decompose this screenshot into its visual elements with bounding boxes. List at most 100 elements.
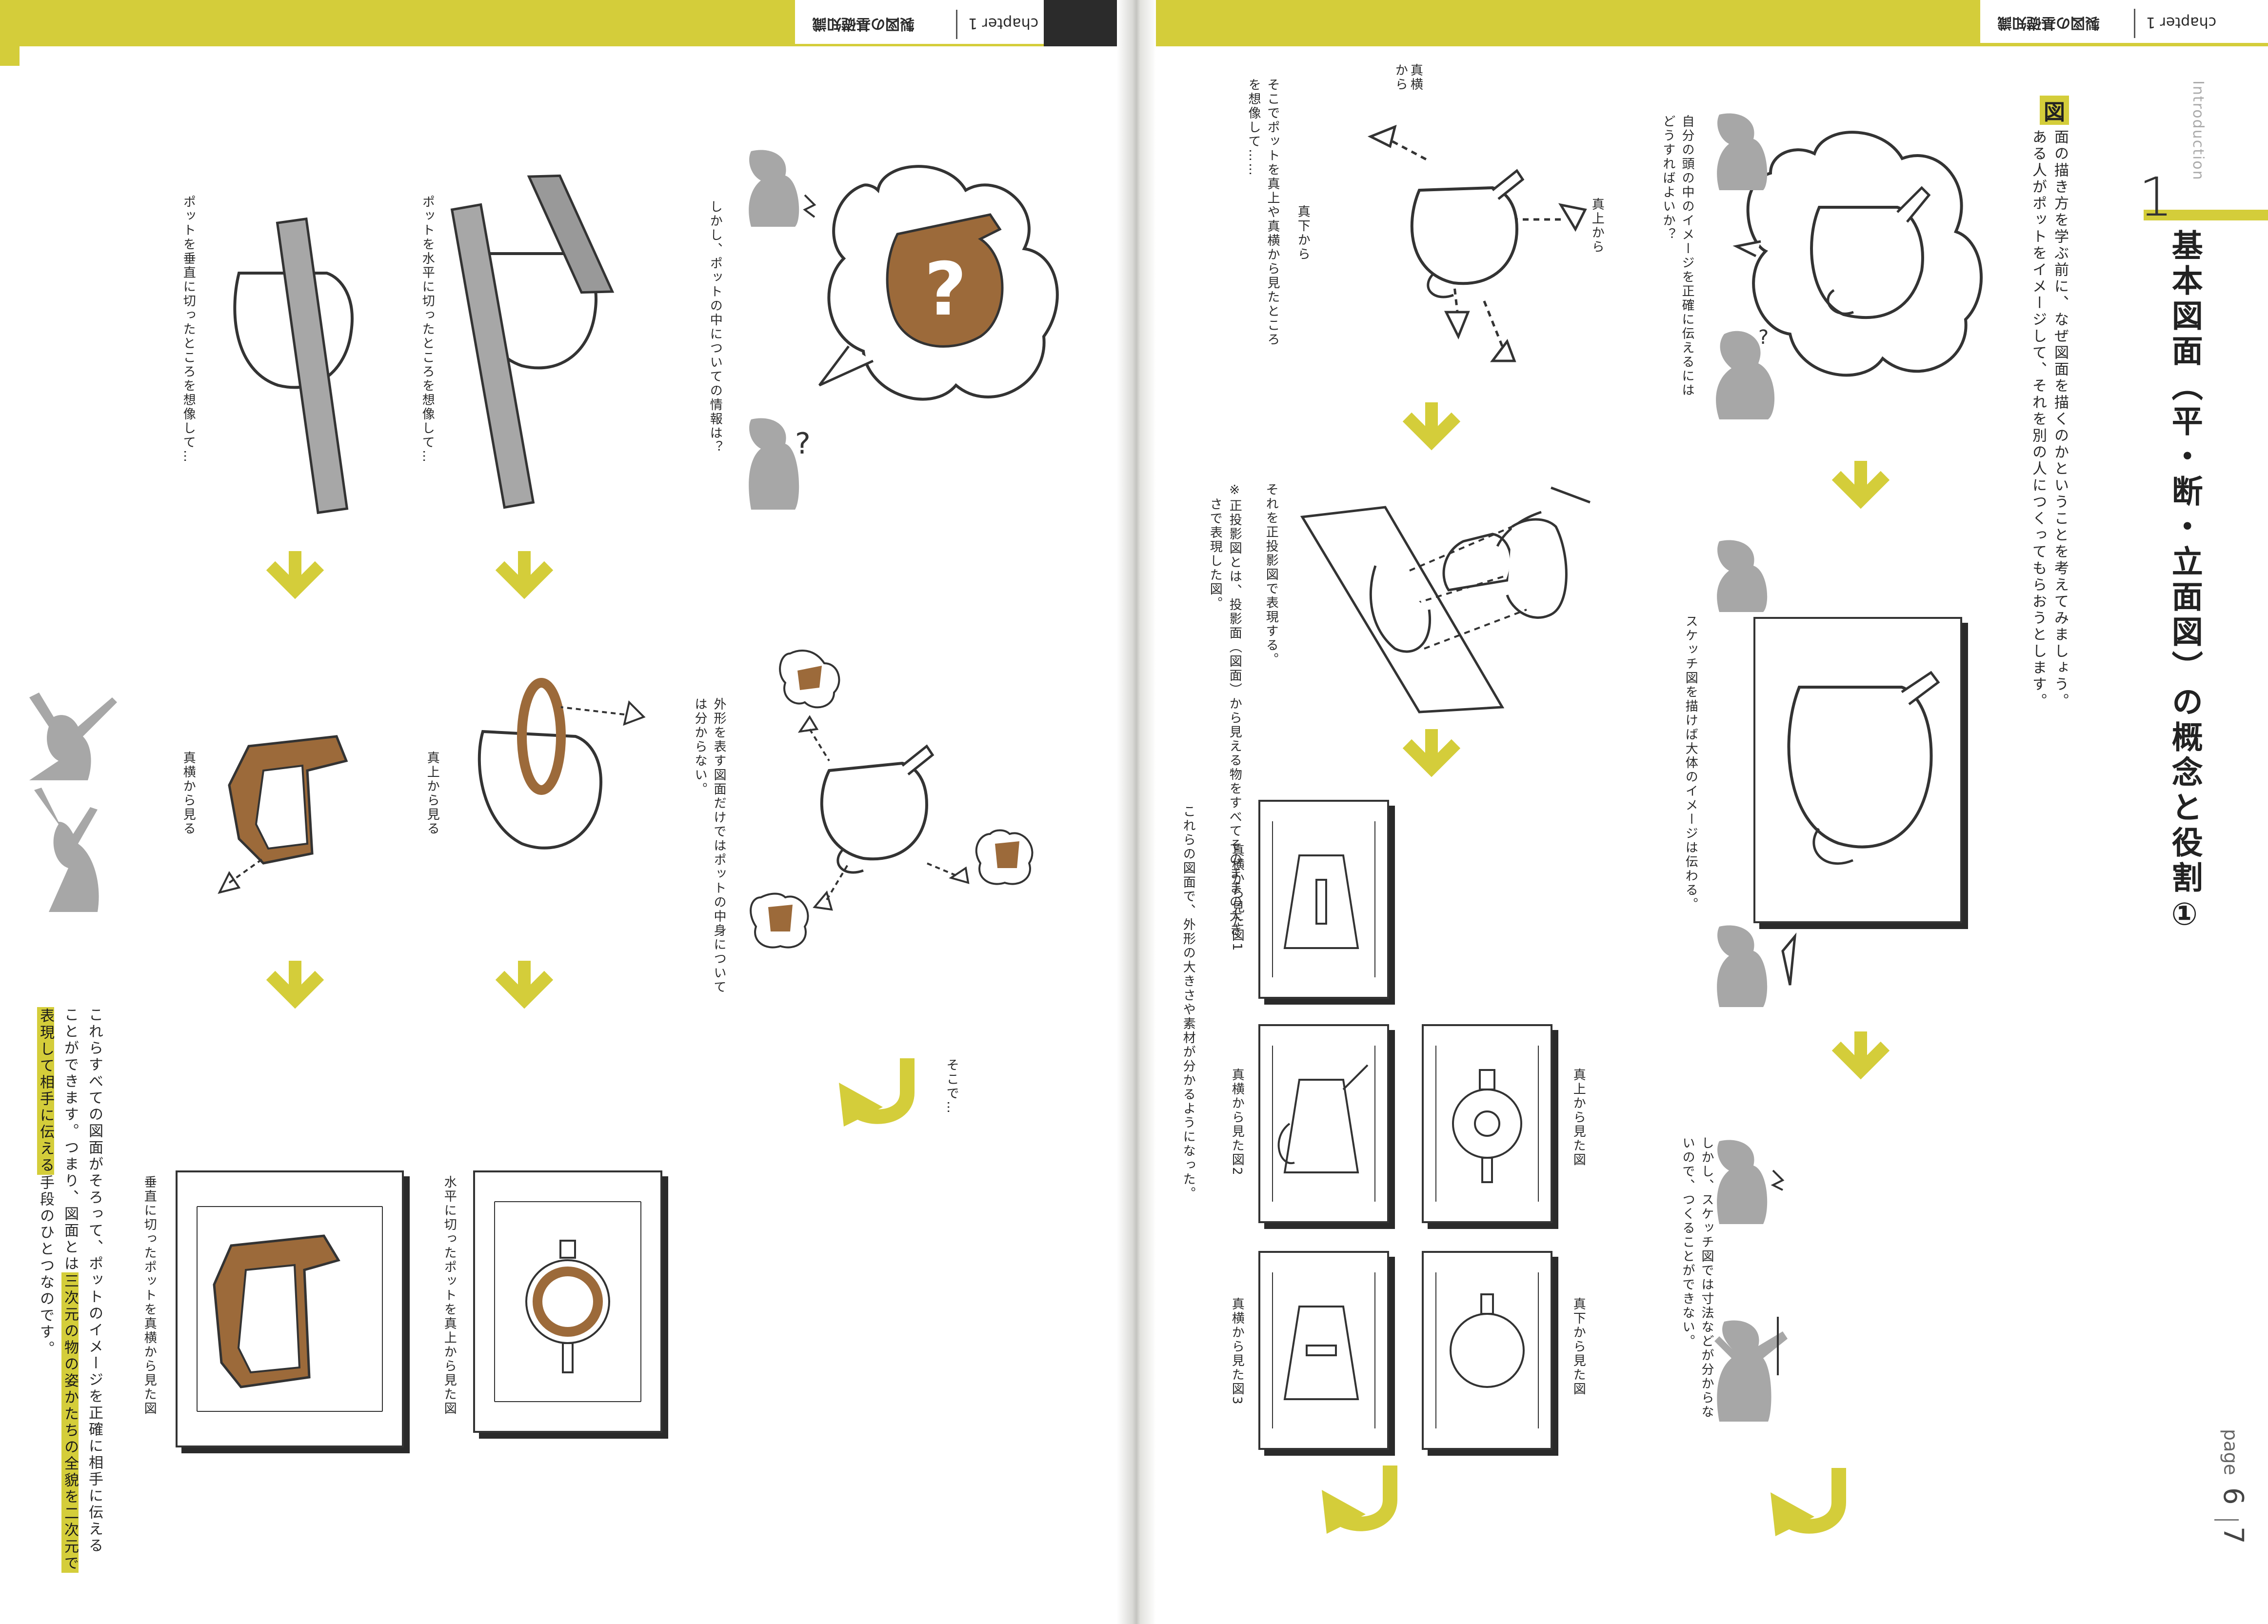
- header-section-left: 製図の基礎知識: [812, 15, 915, 32]
- arrow-down-left-4: [266, 961, 324, 1009]
- person-silhouette-listener: ?: [1716, 326, 1775, 419]
- title-heading: 基本図面（平・断・立面図）の概念と役割①: [2166, 229, 2203, 936]
- footer-page-right: 7: [2217, 1526, 2249, 1544]
- person-silhouette-confused: [1717, 1140, 1785, 1224]
- caption-sketch-conveys: スケッチ図を描けば大体のイメージは伝わる。: [1683, 614, 1698, 911]
- person-silhouette-viewer: [1717, 540, 1768, 612]
- caption-orthographic: それを正投影図で表現する。: [1264, 483, 1279, 667]
- summary-line-3-text: 手段のひとつなのです。: [37, 1175, 54, 1357]
- pot-vertical-cut-illustration: [233, 217, 354, 515]
- label-from-side: 真横から: [1393, 63, 1423, 92]
- caption-outline-only: 外形を表す図面だけではポットの中身については分からない。: [693, 697, 726, 994]
- caption-so-then: そこで…: [944, 1058, 959, 1115]
- header-chapter-left: chapter 1: [968, 15, 1039, 32]
- title-circled-number: ①: [2166, 896, 2203, 936]
- thought-bubble-question: ?: [818, 165, 1059, 401]
- label-view-from-above: 真上から見る: [425, 751, 440, 836]
- footer-page-left: 6: [2217, 1487, 2249, 1505]
- vertical-cut-drawing: [197, 1206, 383, 1412]
- caption-vertical-cut: ポットを垂直に切ったところを想像して…: [181, 195, 196, 464]
- label-from-above: 真上から: [1590, 198, 1605, 254]
- side-view-3-drawing: [1272, 1272, 1375, 1428]
- footer-page-divider: [2214, 1519, 2239, 1521]
- caption-orthographic-note-1: ※正投影図とは、投影面（図面）から見える物をすべてそのままの大き: [1227, 483, 1242, 937]
- label-top-view-drawing: 真上から見た図: [1571, 1068, 1586, 1167]
- side-view-2-drawing: [1272, 1046, 1375, 1202]
- label-horizontal-cut-drawing: 水平に切ったポットを真上から見た図: [442, 1175, 457, 1416]
- caption-outline-known: これらの図面で、外形の大きさや素材が分かるようになった。: [1181, 805, 1196, 1201]
- label-side-view-3-drawing: 真横から見た図3: [1230, 1297, 1245, 1406]
- intro-badge-text: 図: [2044, 100, 2065, 125]
- horizontal-cut-drawing-frame: [473, 1170, 662, 1433]
- arrow-return-middle-column: [1322, 1466, 1397, 1534]
- header-chapter-right: chapter 1: [2146, 14, 2217, 31]
- arrow-down-2: [1831, 1031, 1890, 1080]
- summary-highlight-1: 三次元の物の姿かたちの全貌を二次元で: [61, 1272, 79, 1573]
- person-silhouette-left-top: [749, 150, 816, 227]
- summary-line-3: 表現して相手に伝える手段のひとつなのです。: [37, 1007, 54, 1357]
- header-divider-right: [2134, 9, 2135, 38]
- side-view-1-drawing: [1272, 821, 1375, 977]
- summary-line-1: これらすべての図面がそろって、ポットのイメージを正確に相手に伝える: [86, 1007, 103, 1554]
- thought-bubble-pot-illustration: [1732, 131, 1983, 377]
- summary-line-2: ことができます。つまり、図面とは三次元の物の姿かたちの全貌を二次元で: [61, 1007, 79, 1573]
- pot-three-view-illustration: [1367, 124, 1587, 362]
- arrow-down-middle-2: [1402, 729, 1461, 777]
- person-silhouette-happy-2: [34, 788, 99, 912]
- label-from-below: 真下から: [1295, 205, 1311, 261]
- arrow-down-left-1: [495, 551, 554, 599]
- arrow-down-left-3: [266, 551, 324, 599]
- person-silhouette-surprised: [1717, 925, 1797, 1007]
- title-intro-label: Introduction: [2189, 80, 2207, 181]
- arrow-down-left-2: [495, 961, 554, 1009]
- intro-line-1: 面の描き方を学ぶ前に、なぜ図面を描くのかということを考えてみましょう。: [2051, 129, 2069, 710]
- vertical-cut-drawing-frame: [176, 1170, 404, 1447]
- book-spine: [1117, 0, 1156, 1624]
- horizontal-cut-drawing: [494, 1201, 641, 1402]
- pot-horizontal-section-view: [477, 678, 646, 850]
- svg-text:?: ?: [1758, 326, 1769, 349]
- sketch-frame: [1753, 617, 1962, 923]
- title-heading-text: 基本図面（平・断・立面図）の概念と役割: [2166, 229, 2203, 896]
- accent-strip-right: [2144, 210, 2268, 220]
- person-silhouette-happy-1: [29, 693, 117, 780]
- bottom-view-drawing: [1435, 1272, 1539, 1428]
- caption-horizontal-cut: ポットを水平に切ったところを想像して…: [420, 195, 435, 464]
- top-view-drawing: [1435, 1046, 1539, 1202]
- arrow-return-left-page: [839, 1058, 915, 1127]
- pot-horizontal-cut-illustration: [450, 174, 615, 509]
- corner-mark-left: [0, 46, 20, 66]
- summary-line-2-text: ことができます。つまり、図面とは: [61, 1007, 79, 1272]
- drawing-frame-side-view-2: [1258, 1024, 1389, 1223]
- sketch-pot-drawing: [1787, 671, 1940, 865]
- label-vertical-cut-drawing: 垂直に切ったポットを真横から見た図: [142, 1175, 157, 1416]
- top-bar-right-white: [1980, 0, 2268, 43]
- footer-page-label: page: [2220, 1429, 2242, 1475]
- svg-text:?: ?: [795, 427, 811, 461]
- person-silhouette-left-question: ?: [749, 418, 811, 510]
- top-bar-left-white: [795, 0, 1044, 44]
- caption-imagine-views: そこでポットを真上や真横から見たところを想像して……: [1246, 78, 1280, 347]
- summary-highlight-2: 表現して相手に伝える: [37, 1007, 54, 1175]
- pot-with-viewers-illustration: [750, 650, 1034, 949]
- top-bar-left-dark: [1044, 0, 1127, 46]
- pot-vertical-section-view: [218, 735, 348, 894]
- arrow-return-right-column: [1771, 1468, 1846, 1536]
- drawing-frame-top-view: [1422, 1024, 1552, 1223]
- intro-badge: 図: [2040, 96, 2069, 125]
- label-view-from-side: 真横から見る: [181, 751, 196, 836]
- person-silhouette-thinker: [1717, 113, 1768, 190]
- caption-how-to-convey: 自分の頭の中のイメージを正確に伝えるにはどうすればよいか？: [1661, 115, 1694, 397]
- drawing-frame-side-view-3: [1258, 1251, 1389, 1450]
- header-section-right: 製図の基礎知識: [1997, 14, 2100, 31]
- svg-text:?: ?: [924, 247, 967, 332]
- intro-line-2: ある人がポットをイメージして、それを別の人につくってもらおうとします。: [2029, 129, 2047, 710]
- drawing-frame-side-view-1: [1258, 800, 1389, 999]
- projection-illustration: [1300, 486, 1591, 713]
- caption-inside-info: しかし、ポットの中についての情報は？: [708, 200, 723, 455]
- person-silhouette-measuring: [1714, 1317, 1788, 1422]
- title-number: 1: [2139, 166, 2173, 228]
- header-divider-left: [956, 10, 957, 39]
- caption-orthographic-note-2: さで表現した図。: [1208, 497, 1223, 611]
- drawing-frame-bottom-view: [1422, 1251, 1552, 1450]
